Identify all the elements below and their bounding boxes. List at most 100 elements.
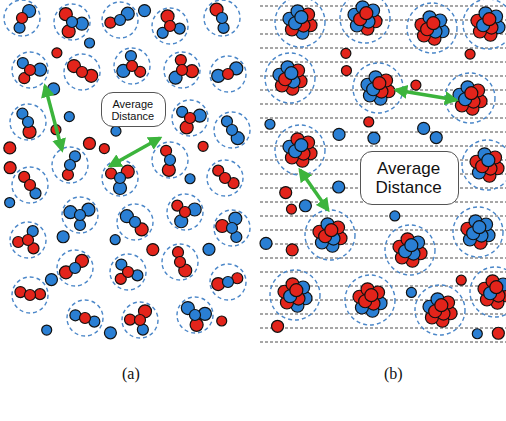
- atom: [25, 65, 36, 76]
- free-atom: [341, 48, 351, 58]
- cluster-molecule: [453, 81, 487, 115]
- atom: [365, 289, 378, 302]
- cluster-molecule: [461, 215, 495, 249]
- small-molecule: [177, 106, 207, 134]
- atom: [64, 112, 74, 122]
- atom: [75, 210, 86, 221]
- atom: [435, 299, 448, 312]
- dashed-boundary: [340, 0, 390, 43]
- atom: [175, 55, 186, 66]
- dashed-boundary: [12, 52, 48, 88]
- dashed-boundary: [214, 112, 250, 148]
- dashed-boundary: [265, 53, 315, 103]
- free-atom: [418, 122, 430, 134]
- dashed-boundary: [167, 194, 203, 230]
- dashed-boundary: [10, 222, 46, 258]
- atom: [418, 122, 430, 134]
- atom: [280, 187, 292, 199]
- dashed-boundary: [270, 270, 320, 320]
- field-line: [260, 216, 506, 217]
- free-atom: [364, 117, 374, 127]
- dashed-boundary: [177, 297, 213, 333]
- atom: [4, 142, 16, 154]
- atom: [260, 237, 272, 249]
- distance-arrow: [396, 90, 456, 100]
- atom: [227, 125, 238, 136]
- field-line: [260, 118, 506, 119]
- panel-caption: (b): [384, 365, 403, 383]
- atom: [364, 117, 374, 127]
- free-atom: [368, 132, 380, 144]
- free-atom: [52, 48, 62, 58]
- atom: [125, 314, 136, 325]
- atom: [110, 235, 120, 245]
- dashed-boundary: [415, 285, 465, 335]
- dashed-boundary: [162, 244, 198, 280]
- dashed-boundary: [353, 63, 403, 113]
- atom: [5, 198, 15, 208]
- atom: [430, 132, 442, 144]
- atom: [135, 315, 146, 326]
- dashed-boundary: [10, 104, 46, 140]
- dashed-boundary: [117, 204, 153, 240]
- free-atom: [57, 231, 69, 243]
- dashed-boundary: [462, 140, 506, 190]
- dashed-boundary: [4, 0, 40, 36]
- free-atom: [341, 66, 351, 76]
- atom: [492, 327, 504, 339]
- atom: [198, 141, 208, 151]
- callout-text: Average Distance: [108, 98, 159, 122]
- atom: [23, 117, 34, 128]
- cluster-molecule: [278, 278, 312, 312]
- dashed-boundary: [102, 2, 138, 38]
- small-molecule: [216, 212, 242, 242]
- small-molecule: [221, 116, 244, 145]
- atom: [295, 139, 308, 152]
- atom: [13, 237, 24, 248]
- dashed-boundary: [385, 225, 435, 275]
- callout-box: Average Distance: [101, 92, 166, 127]
- atom: [483, 13, 496, 26]
- free-atom: [4, 162, 16, 174]
- cluster-molecule: [273, 61, 307, 95]
- field-line: [260, 328, 506, 329]
- dashed-boundary: [204, 0, 240, 36]
- dashed-boundary: [12, 277, 48, 313]
- atom: [115, 173, 126, 184]
- atom: [368, 132, 380, 144]
- atom: [360, 7, 373, 20]
- atom: [165, 155, 176, 166]
- cluster-molecule: [353, 283, 387, 317]
- small-molecule: [105, 7, 134, 28]
- free-atom: [48, 83, 60, 95]
- atom: [325, 224, 338, 237]
- atom: [52, 48, 62, 58]
- atom: [220, 173, 231, 184]
- atom: [190, 310, 201, 321]
- atom: [111, 126, 121, 136]
- field-line: [260, 48, 506, 49]
- atom: [25, 180, 36, 191]
- dashed-boundary: [54, 4, 90, 40]
- free-atom: [203, 243, 215, 255]
- small-molecule: [70, 310, 100, 327]
- dashed-boundary: [172, 100, 208, 136]
- atom: [127, 61, 138, 72]
- atom: [17, 13, 28, 24]
- small-molecule: [117, 51, 146, 78]
- atom: [406, 287, 416, 297]
- dashed-boundary: [275, 125, 325, 175]
- atom: [139, 5, 151, 17]
- small-molecule: [181, 302, 211, 332]
- atom: [285, 67, 298, 80]
- atom: [411, 80, 421, 90]
- free-atom: [99, 144, 109, 154]
- small-molecule: [212, 273, 243, 291]
- atom: [218, 22, 229, 33]
- small-molecule: [161, 145, 176, 176]
- cluster-molecule: [471, 7, 505, 41]
- field-line: [260, 62, 506, 63]
- atom: [299, 200, 311, 212]
- small-molecule: [106, 165, 135, 194]
- atom: [62, 169, 73, 180]
